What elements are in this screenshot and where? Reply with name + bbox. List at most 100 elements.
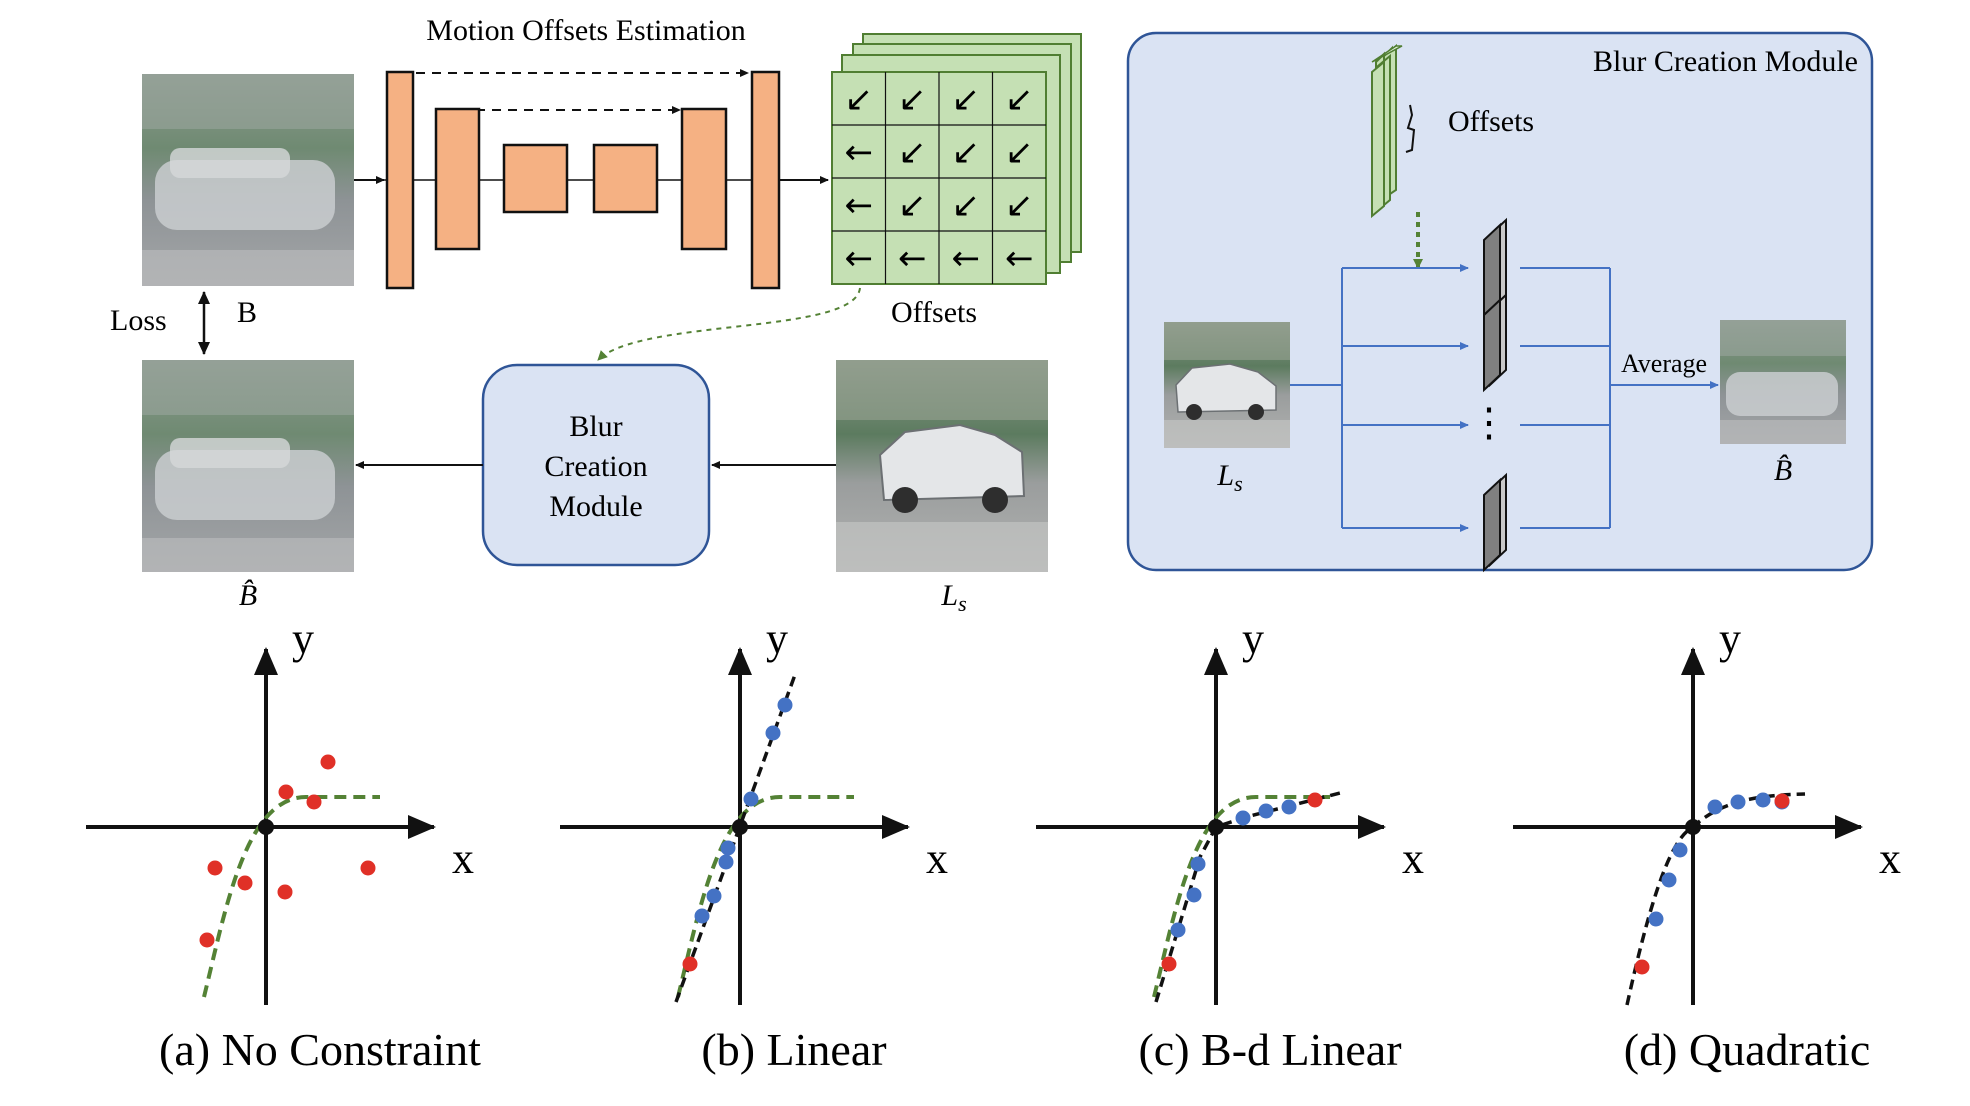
red-point — [682, 956, 698, 972]
offsets-label: Offsets — [891, 296, 977, 329]
blue-point — [1672, 842, 1688, 858]
sharp-input-image — [836, 360, 1048, 572]
x-axis-label: x — [452, 834, 474, 883]
x-axis-label: x — [1879, 834, 1901, 883]
blurred-input-image — [142, 74, 354, 286]
offset-arrow-icon: ↙ — [1005, 80, 1034, 120]
origin-point — [732, 819, 748, 835]
red-point — [207, 860, 223, 876]
encoder-block-6 — [750, 70, 781, 290]
origin-point — [1208, 819, 1224, 835]
bcm-branches — [1290, 264, 1719, 532]
red-point — [199, 932, 215, 948]
offsets-grid-stack: ↙↙↙↙←↙↙↙←↙↙↙←←←← — [831, 33, 1082, 285]
y-axis-label: y — [766, 614, 788, 663]
offset-arrow-icon: ← — [845, 186, 874, 226]
origin-point — [258, 819, 274, 835]
blue-point — [1661, 872, 1677, 888]
offset-arrow-icon: ↙ — [1005, 186, 1034, 226]
offset-arrow-icon: ← — [845, 239, 874, 279]
origin-point — [1685, 819, 1701, 835]
x-axis-label: x — [926, 834, 948, 883]
offset-arrow-icon: ↙ — [898, 133, 927, 173]
encoder-block-2 — [434, 107, 481, 251]
y-axis-label: y — [1242, 614, 1264, 663]
blue-point — [720, 840, 736, 856]
encoder-blocks — [385, 70, 781, 290]
encoder-title: Motion Offsets Estimation — [426, 14, 745, 47]
bcm-warped-frames — [1483, 217, 1507, 573]
red-point — [277, 884, 293, 900]
plot-3: x y (c) B-d Linear — [1036, 614, 1424, 1075]
blue-point — [1170, 922, 1186, 938]
fitted-trajectory — [1625, 792, 1806, 1006]
bcm-line-3: Module — [549, 490, 642, 523]
blue-point — [1281, 799, 1297, 815]
blue-point — [1707, 799, 1723, 815]
red-point — [1161, 956, 1177, 972]
bcm-offsets-label: Offsets — [1448, 105, 1534, 138]
bcm-line-1: Blur — [569, 410, 622, 443]
offset-arrow-icon: ← — [1005, 239, 1034, 279]
encoder-block-4 — [592, 143, 659, 214]
ground-truth-curve — [202, 795, 380, 998]
plot-caption: (b) Linear — [701, 1024, 886, 1075]
bcm-vdots: ⋮ — [1469, 400, 1509, 445]
b-label: B — [237, 296, 257, 329]
reblurred-output-image — [142, 360, 354, 572]
blue-point — [706, 888, 722, 904]
loss-label: Loss — [110, 304, 167, 337]
red-point — [1774, 793, 1790, 809]
blue-point — [1755, 792, 1771, 808]
offset-arrow-icon: ← — [845, 133, 874, 173]
blue-point — [1258, 803, 1274, 819]
plot-1: xy(a) No Constraint — [86, 614, 481, 1075]
blue-point — [1190, 856, 1206, 872]
y-axis-label: y — [292, 614, 314, 663]
blue-point — [1648, 911, 1664, 927]
average-label: Average — [1621, 349, 1707, 378]
red-point — [306, 794, 322, 810]
bhat-label: B̂ — [239, 579, 257, 612]
offsets-grid: ↙↙↙↙←↙↙↙←↙↙↙←←←← — [831, 71, 1047, 285]
ground-truth-curve — [1152, 795, 1330, 998]
red-point — [237, 875, 253, 891]
bcm-line-2: Creation — [544, 450, 647, 483]
offsets-to-bcm-arrow — [597, 287, 861, 361]
plot-caption: (d) Quadratic — [1624, 1024, 1871, 1075]
bcm-panel: Blur Creation Module Offsets Ls — [1126, 31, 1874, 573]
offset-arrow-icon: ↙ — [1005, 133, 1034, 173]
plot-caption: (c) B-d Linear — [1138, 1024, 1401, 1075]
encoder-block-5 — [680, 107, 728, 251]
offset-arrow-icon: ↙ — [952, 80, 981, 120]
blue-point — [1186, 887, 1202, 903]
red-point — [320, 754, 336, 770]
fitted-trajectory — [674, 671, 798, 1003]
offset-arrow-icon: ↙ — [952, 186, 981, 226]
pipeline: Motion Offsets Estimation — [110, 14, 1082, 616]
bcm-blurred-output-image — [1720, 320, 1846, 444]
x-axis-label: x — [1402, 834, 1424, 883]
bcm-bhat-label: B̂ — [1774, 454, 1792, 487]
blue-point — [694, 908, 710, 924]
blue-point — [777, 697, 793, 713]
bcm-panel-title: Blur Creation Module — [1593, 45, 1858, 78]
blue-point — [743, 791, 759, 807]
fitted-trajectory — [1154, 791, 1341, 1003]
offset-arrow-icon: ← — [898, 239, 927, 279]
red-point — [1634, 959, 1650, 975]
plot-4: xy(d) Quadratic — [1513, 614, 1901, 1075]
offset-arrow-icon: ↙ — [898, 186, 927, 226]
ls-label: Ls — [940, 579, 966, 616]
offset-arrow-icon: ↙ — [898, 80, 927, 120]
encoder-block-3 — [502, 143, 569, 214]
encoder-block-1 — [385, 70, 415, 290]
blue-point — [1730, 794, 1746, 810]
bcm-ls-label: Ls — [1216, 459, 1242, 496]
offset-arrow-icon: ↙ — [952, 133, 981, 173]
bcm-sharp-image — [1164, 322, 1290, 448]
blue-point — [718, 854, 734, 870]
red-point — [360, 860, 376, 876]
